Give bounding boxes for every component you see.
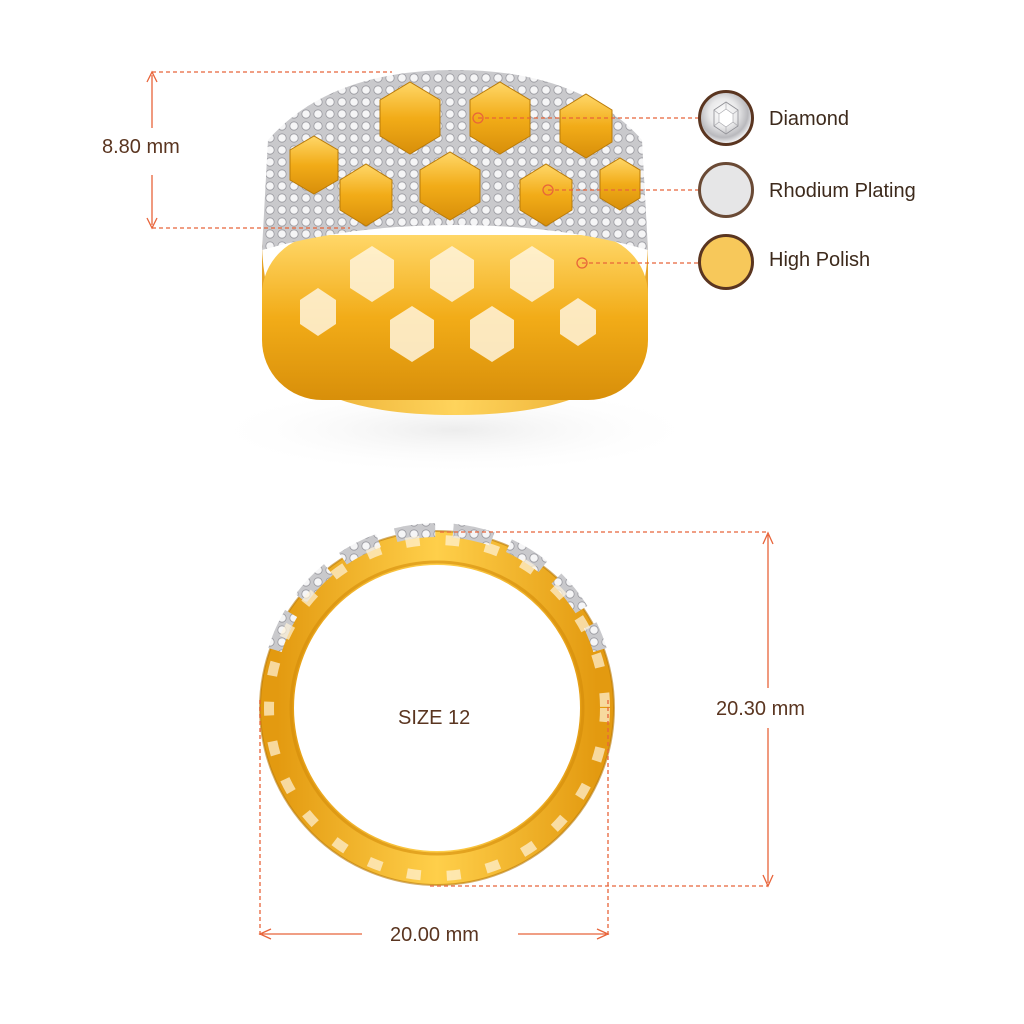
ring-top-view bbox=[205, 70, 705, 475]
height-dimension-label: 8.80 mm bbox=[102, 136, 180, 158]
legend-diamond-label: Diamond bbox=[769, 108, 850, 130]
rhodium-swatch-icon bbox=[698, 162, 754, 218]
dimension-lines bbox=[146, 70, 774, 940]
diamond-swatch-icon bbox=[698, 90, 754, 146]
width-dimension-label: 20.00 mm bbox=[390, 924, 479, 946]
high-polish-swatch-icon bbox=[698, 234, 754, 290]
legend-rhodium-label: Rhodium Plating bbox=[769, 180, 916, 202]
legend-polish-label: High Polish bbox=[769, 249, 871, 271]
ring-size-label: SIZE 12 bbox=[398, 707, 471, 729]
outer-diameter-label: 20.30 mm bbox=[716, 698, 805, 720]
